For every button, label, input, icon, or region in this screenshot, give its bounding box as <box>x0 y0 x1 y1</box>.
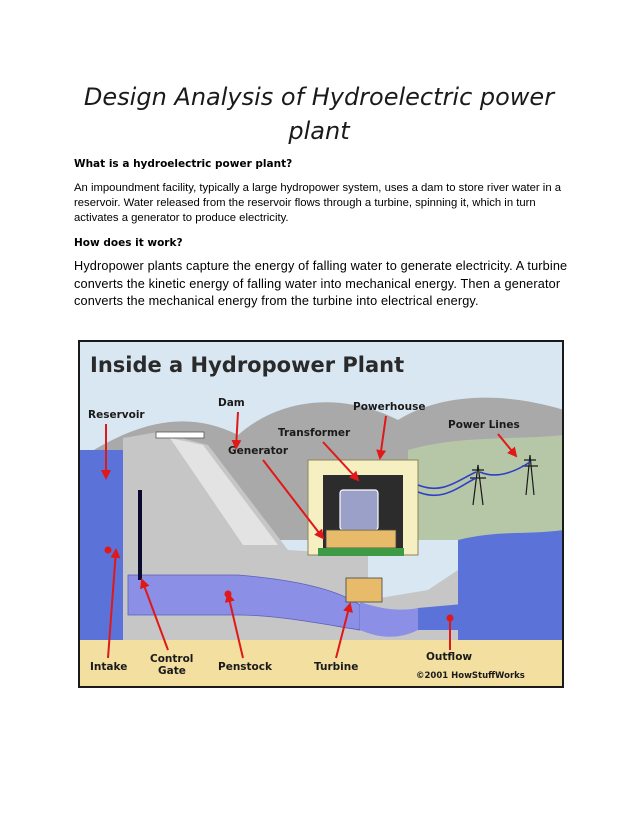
label-power-lines: Power Lines <box>448 419 520 431</box>
callout-arrows <box>101 411 518 659</box>
power-line-wires <box>417 461 531 497</box>
dam-face <box>170 438 278 545</box>
label-transformer: Transformer <box>278 427 351 439</box>
label-credit: ©2001 HowStuffWorks <box>416 671 525 681</box>
power-line-towers <box>470 454 538 506</box>
label-generator: Generator <box>228 445 289 457</box>
dam-rail <box>155 431 205 439</box>
diagram-border <box>78 340 564 688</box>
label-outflow: Outflow <box>426 651 472 663</box>
document-title: Design Analysis of Hydroelectric power p… <box>83 83 555 145</box>
section-body-what: An impoundment facility, typically a lar… <box>74 182 562 224</box>
section-heading-how: How does it work? <box>74 237 183 249</box>
section-heading-what: What is a hydroelectric power plant? <box>74 158 293 170</box>
outflow-channel <box>418 595 564 630</box>
label-control-gate-2: Gate <box>158 665 186 677</box>
reservoir-water <box>78 450 123 640</box>
diagram-title: Inside a Hydropower Plant <box>90 353 404 377</box>
transformer <box>339 489 379 531</box>
label-intake: Intake <box>90 661 127 673</box>
hydropower-diagram: Inside a Hydropower Plant Reservoir Dam … <box>78 340 564 688</box>
generator <box>325 529 397 549</box>
label-powerhouse: Powerhouse <box>353 401 425 413</box>
generator-base <box>318 548 404 556</box>
ground-bottom <box>78 645 564 688</box>
outflow <box>360 602 418 637</box>
green-hill <box>408 435 564 540</box>
turbine <box>345 577 383 603</box>
label-turbine: Turbine <box>314 661 358 673</box>
section-body-how: Hydropower plants capture the energy of … <box>74 259 568 308</box>
label-dam: Dam <box>218 397 245 409</box>
label-penstock: Penstock <box>218 661 273 673</box>
diagram-canvas: Inside a Hydropower Plant Reservoir Dam … <box>78 340 564 688</box>
control-gate <box>138 490 142 580</box>
label-control-gate-1: Control <box>150 653 193 665</box>
label-reservoir: Reservoir <box>88 409 145 421</box>
